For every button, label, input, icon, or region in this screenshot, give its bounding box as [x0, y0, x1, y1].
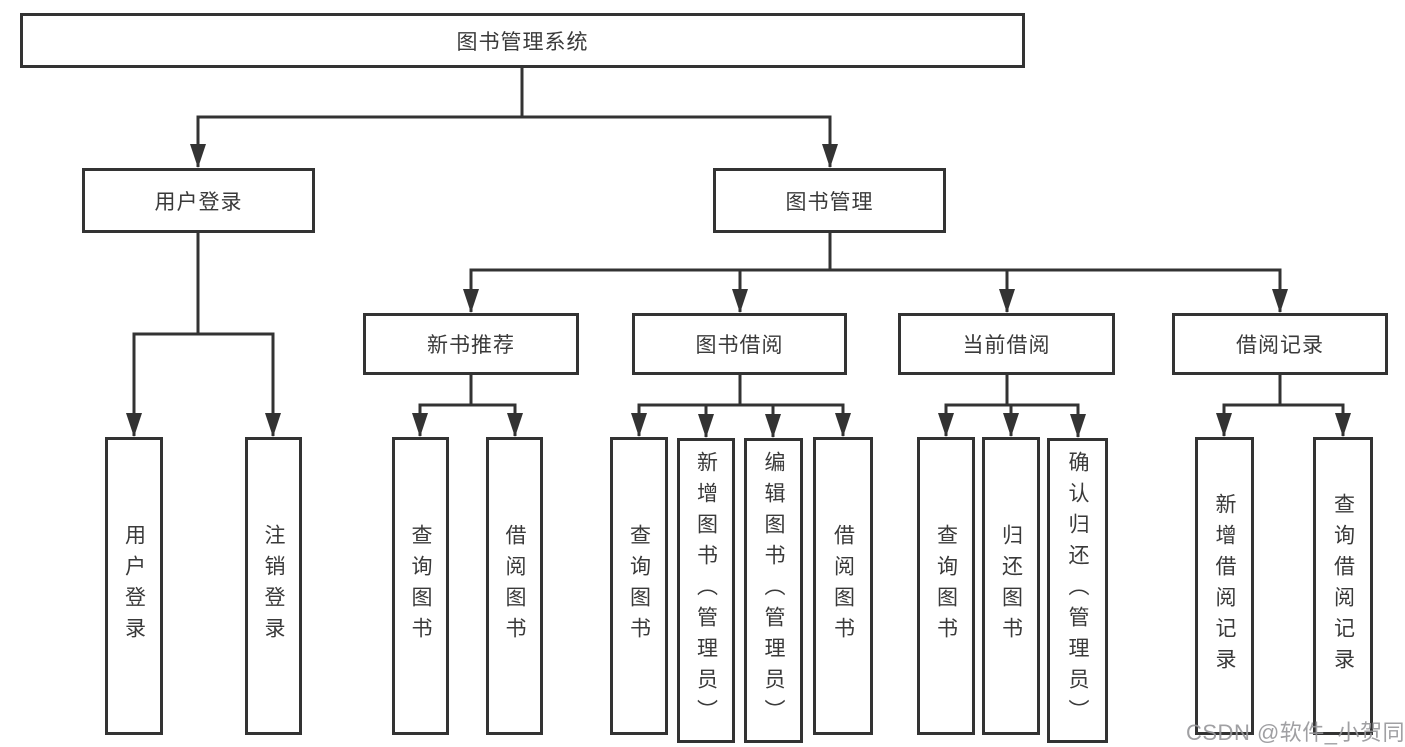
leaf-query-book-under-current: 查询图书: [917, 437, 975, 735]
leaf-user-login-label: 用户登录: [122, 524, 146, 648]
leaf-return-book-label: 归还图书: [999, 524, 1023, 648]
leaf-confirm-return-admin-label: 确认归还（管理员）: [1066, 451, 1089, 730]
leaf-query-borrow-record: 查询借阅记录: [1313, 437, 1373, 735]
leaf-confirm-return-admin: 确认归还（管理员）: [1047, 438, 1108, 743]
leaf-logout-label: 注销登录: [262, 524, 285, 648]
connector-user-login-branch: [126, 233, 281, 437]
leaf-logout: 注销登录: [245, 437, 302, 735]
leaf-edit-book-admin: 编辑图书（管理员）: [744, 438, 803, 743]
connector-book-borrow-branch: [631, 375, 851, 438]
leaf-query-borrow-record-label: 查询借阅记录: [1331, 493, 1355, 679]
connector-new-book-rec-branch: [412, 375, 523, 437]
leaf-borrow-book-under-recommendation: 借阅图书: [486, 437, 543, 735]
leaf-add-borrow-record: 新增借阅记录: [1195, 437, 1254, 735]
node-user-login: 用户登录: [82, 168, 315, 233]
node-book-management: 图书管理: [713, 168, 946, 233]
leaf-edit-book-admin-label: 编辑图书（管理员）: [762, 451, 785, 730]
connector-current-borrow-branch: [938, 375, 1086, 438]
node-new-book-recommendation: 新书推荐: [363, 313, 579, 375]
leaf-user-login: 用户登录: [105, 437, 163, 735]
leaf-query-book-label: 查询图书: [627, 524, 651, 648]
node-current-borrowing: 当前借阅: [898, 313, 1115, 375]
leaf-add-book-admin: 新增图书（管理员）: [677, 438, 735, 743]
leaf-add-borrow-record-label: 新增借阅记录: [1213, 493, 1236, 679]
node-root-library-system: 图书管理系统: [20, 13, 1025, 68]
connector-root-to-level2: [190, 68, 838, 168]
leaf-query-book-under-recommendation: 查询图书: [392, 437, 449, 735]
leaf-query-book-label: 查询图书: [409, 524, 432, 648]
node-borrowing-records: 借阅记录: [1172, 313, 1388, 375]
leaf-add-book-admin-label: 新增图书（管理员）: [694, 451, 718, 730]
leaf-return-book: 归还图书: [982, 437, 1040, 735]
leaf-borrow-book-label: 借阅图书: [503, 524, 526, 648]
connector-borrow-records-branch: [1216, 375, 1351, 437]
leaf-query-book-under-borrowing: 查询图书: [610, 437, 668, 735]
node-book-borrowing: 图书借阅: [632, 313, 847, 375]
connector-book-mgmt-to-level3: [463, 233, 1288, 313]
leaf-borrow-book-label: 借阅图书: [831, 524, 855, 648]
leaf-query-book-label: 查询图书: [934, 524, 958, 648]
leaf-borrow-book-under-borrowing: 借阅图书: [813, 437, 873, 735]
csdn-watermark: CSDN @软件_小贺同学: [1186, 720, 1405, 745]
